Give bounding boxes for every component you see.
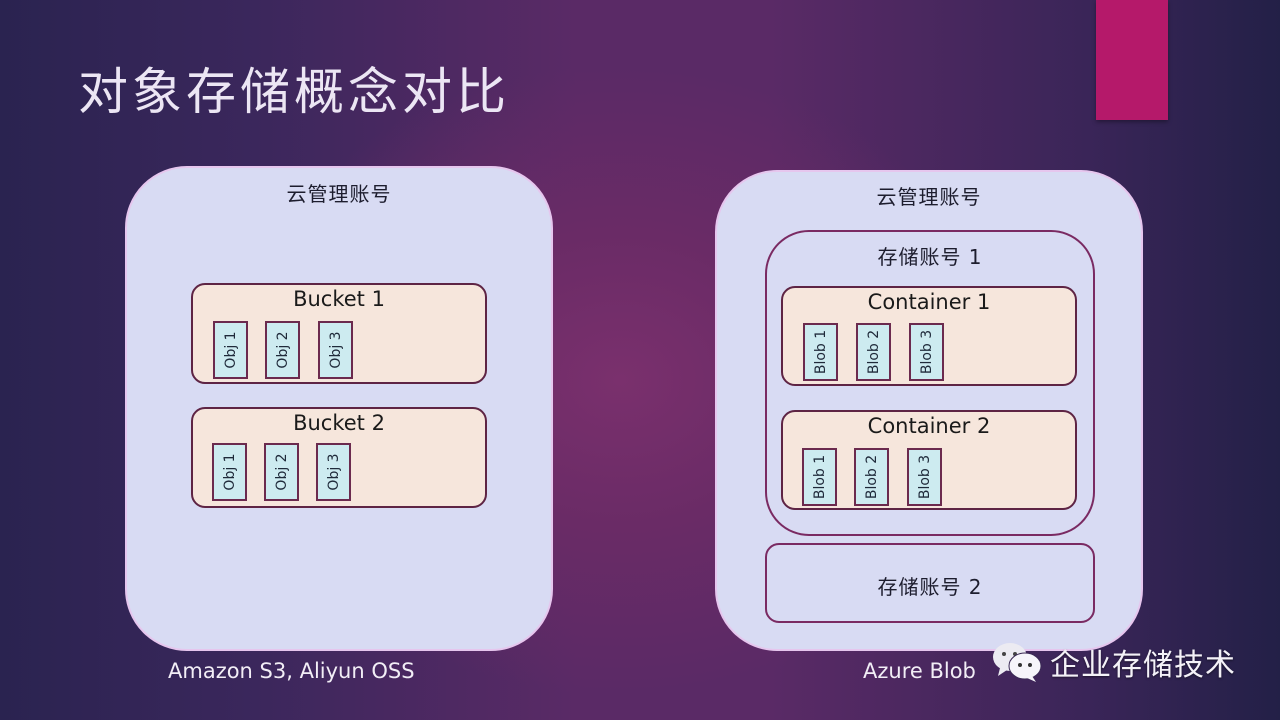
bucket-2: Bucket 2 Obj 1 Obj 2 Obj 3: [191, 407, 487, 508]
bucket-1-object-2: Obj 2: [265, 321, 300, 379]
container-2: Container 2 Blob 1 Blob 2 Blob 3: [781, 410, 1077, 510]
storage-account-2-label: 存储账号 2: [877, 575, 983, 599]
bucket-1-object-3: Obj 3: [318, 321, 353, 379]
blob-label: Blob 2: [865, 329, 882, 375]
wechat-watermark: 企业存储技术: [990, 640, 1236, 684]
container-1-blob-2: Blob 2: [856, 323, 891, 381]
container-1-blob-1: Blob 1: [803, 323, 838, 381]
left-caption: Amazon S3, Aliyun OSS: [168, 659, 415, 683]
right-cloud-account-label: 云管理账号: [876, 185, 982, 209]
object-label: Obj 3: [327, 331, 344, 369]
left-cloud-account-label: 云管理账号: [286, 182, 392, 206]
accent-tab: [1096, 0, 1168, 120]
blob-label: Blob 1: [811, 454, 828, 500]
object-label: Obj 1: [222, 331, 239, 369]
container-1-label: Container 1: [867, 290, 991, 314]
watermark-text: 企业存储技术: [1050, 648, 1236, 683]
object-label: Obj 1: [221, 453, 238, 491]
container-2-blob-2: Blob 2: [854, 448, 889, 506]
storage-account-1-label: 存储账号 1: [877, 245, 983, 269]
blob-label: Blob 3: [916, 454, 933, 500]
blob-label: Blob 1: [812, 329, 829, 375]
bucket-1-label: Bucket 1: [293, 287, 385, 311]
wechat-icon: [993, 643, 1042, 682]
container-1: Container 1 Blob 1 Blob 2 Blob 3: [781, 286, 1077, 386]
bucket-1-object-1: Obj 1: [213, 321, 248, 379]
blob-label: Blob 2: [863, 454, 880, 500]
container-2-label: Container 2: [867, 414, 991, 438]
container-2-blob-1: Blob 1: [802, 448, 837, 506]
object-label: Obj 2: [273, 453, 290, 491]
container-1-blob-3: Blob 3: [909, 323, 944, 381]
container-2-blob-3: Blob 3: [907, 448, 942, 506]
right-caption: Azure Blob: [863, 659, 976, 683]
bucket-2-object-2: Obj 2: [264, 443, 299, 501]
object-label: Obj 2: [274, 331, 291, 369]
bucket-2-object-1: Obj 1: [212, 443, 247, 501]
bucket-2-label: Bucket 2: [293, 411, 385, 435]
bucket-1: Bucket 1 Obj 1 Obj 2 Obj 3: [191, 283, 487, 384]
slide-title: 对象存储概念对比: [78, 63, 510, 121]
bucket-2-object-3: Obj 3: [316, 443, 351, 501]
object-label: Obj 3: [325, 453, 342, 491]
blob-label: Blob 3: [918, 329, 935, 375]
storage-account-2: 存储账号 2: [765, 543, 1095, 623]
